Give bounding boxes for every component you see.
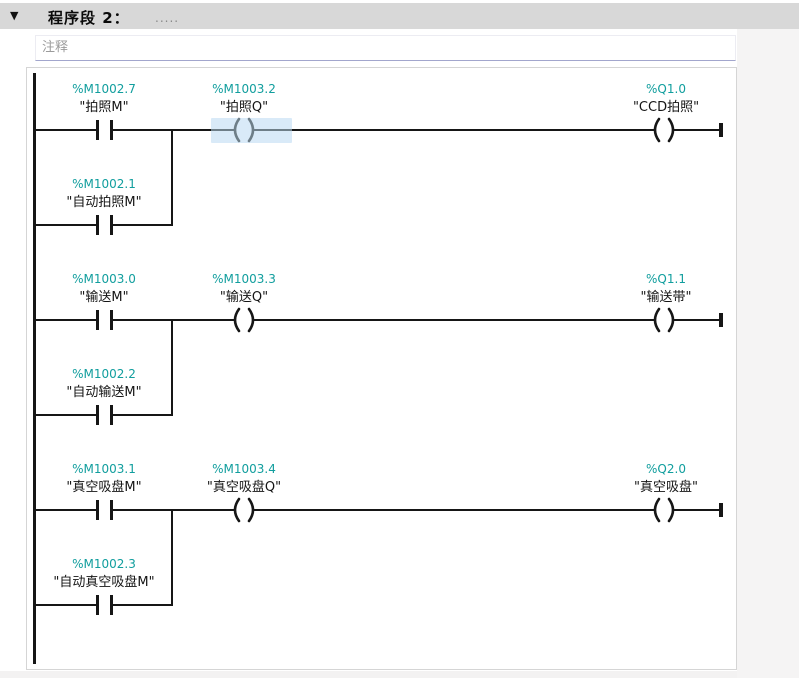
wire-h <box>36 129 96 131</box>
midline-coil[interactable] <box>229 497 259 523</box>
operand-name[interactable]: "自动拍照M" <box>66 195 142 210</box>
operand-address[interactable]: %M1002.3 <box>72 557 136 571</box>
wire-h <box>113 129 211 131</box>
operand-name[interactable]: "CCD拍照" <box>632 100 700 115</box>
bottom-gutter <box>0 671 737 678</box>
wire-h <box>36 604 96 606</box>
output-coil[interactable] <box>649 497 679 523</box>
branch-junction <box>171 129 173 226</box>
no-contact[interactable] <box>96 500 99 520</box>
network-comment-input[interactable]: 注释 <box>35 35 736 61</box>
operand-name[interactable]: "输送带" <box>640 290 692 305</box>
no-contact[interactable] <box>110 405 113 425</box>
wire-h <box>36 414 96 416</box>
no-contact[interactable] <box>96 595 99 615</box>
no-contact[interactable] <box>110 215 113 235</box>
operand-address[interactable]: %Q1.0 <box>646 82 686 96</box>
wire-h <box>254 129 292 131</box>
wire-h <box>36 224 96 226</box>
branch-junction <box>171 509 173 606</box>
no-contact[interactable] <box>110 120 113 140</box>
no-contact[interactable] <box>96 405 99 425</box>
midline-coil[interactable] <box>229 307 259 333</box>
operand-name[interactable]: "输送M" <box>79 290 129 305</box>
branch-junction <box>171 319 173 416</box>
operand-name[interactable]: "自动真空吸盘M" <box>53 575 155 590</box>
no-contact[interactable] <box>110 500 113 520</box>
operand-name[interactable]: "输送Q" <box>219 290 269 305</box>
wire-h <box>211 129 234 131</box>
wire-h <box>113 509 234 511</box>
operand-name[interactable]: "拍照Q" <box>219 100 269 115</box>
wire-h <box>674 129 719 131</box>
network-title-placeholder[interactable]: ..... <box>155 11 180 25</box>
wire-end-cap <box>719 503 723 517</box>
ladder-canvas[interactable] <box>26 67 737 670</box>
operand-name[interactable]: "自动输送M" <box>66 385 142 400</box>
wire-h <box>254 509 654 511</box>
operand-address[interactable]: %Q2.0 <box>646 462 686 476</box>
operand-address[interactable]: %M1002.1 <box>72 177 136 191</box>
operand-name[interactable]: "真空吸盘M" <box>66 480 142 495</box>
operand-address[interactable]: %Q1.1 <box>646 272 686 286</box>
wire-h <box>113 319 234 321</box>
operand-address[interactable]: %M1003.3 <box>212 272 276 286</box>
power-rail <box>33 73 36 664</box>
no-contact[interactable] <box>110 595 113 615</box>
wire-h <box>292 129 654 131</box>
wire-h <box>674 319 719 321</box>
operand-address[interactable]: %M1002.7 <box>72 82 136 96</box>
operand-name[interactable]: "拍照M" <box>79 100 129 115</box>
wire-h <box>36 319 96 321</box>
operand-address[interactable]: %M1003.1 <box>72 462 136 476</box>
wire-h <box>113 224 173 226</box>
wire-h <box>113 414 173 416</box>
operand-address[interactable]: %M1003.2 <box>212 82 276 96</box>
network-header: ▼ 程序段 2： ..... <box>0 3 799 29</box>
no-contact[interactable] <box>96 120 99 140</box>
no-contact[interactable] <box>96 215 99 235</box>
network-title[interactable]: 程序段 2： <box>48 9 130 27</box>
midline-coil[interactable] <box>229 117 259 143</box>
wire-h <box>113 604 173 606</box>
no-contact[interactable] <box>96 310 99 330</box>
wire-end-cap <box>719 123 723 137</box>
wire-end-cap <box>719 313 723 327</box>
right-gutter <box>737 29 799 678</box>
collapse-icon[interactable]: ▼ <box>10 9 19 22</box>
operand-address[interactable]: %M1003.0 <box>72 272 136 286</box>
wire-h <box>254 319 654 321</box>
no-contact[interactable] <box>110 310 113 330</box>
wire-h <box>36 509 96 511</box>
operand-address[interactable]: %M1002.2 <box>72 367 136 381</box>
output-coil[interactable] <box>649 307 679 333</box>
output-coil[interactable] <box>649 117 679 143</box>
operand-name[interactable]: "真空吸盘Q" <box>206 480 282 495</box>
operand-name[interactable]: "真空吸盘" <box>634 480 698 495</box>
operand-address[interactable]: %M1003.4 <box>212 462 276 476</box>
wire-h <box>674 509 719 511</box>
